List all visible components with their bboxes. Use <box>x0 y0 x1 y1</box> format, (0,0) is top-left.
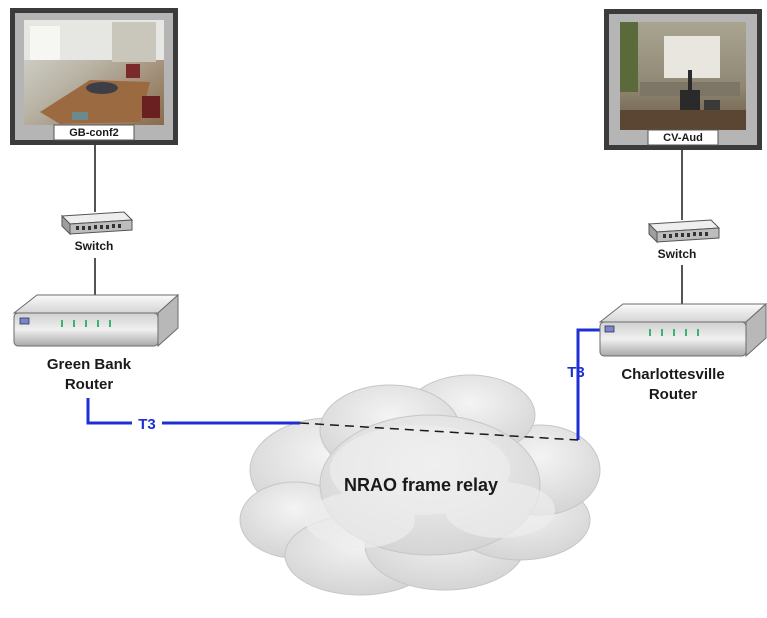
monitor-label-box <box>53 124 135 141</box>
cables <box>94 145 683 305</box>
switch-ports-right <box>663 232 708 238</box>
monitor-label-gb-conf2: GB-conf2 <box>69 127 119 139</box>
monitor-cv-aud: CV-Aud <box>604 9 762 150</box>
t3-label-bg-left <box>132 413 162 433</box>
router-leds-left <box>61 320 111 327</box>
auditorium-image <box>620 22 746 130</box>
conference-room-image <box>24 20 164 124</box>
t3-link-left <box>86 398 300 425</box>
t3-line-left <box>86 398 300 425</box>
t3-link-right <box>576 328 603 440</box>
router-indicator <box>604 325 615 333</box>
monitor-label-box <box>647 129 719 146</box>
router-label-left-line1: Green Bank <box>47 356 132 373</box>
switch-label-right: Switch <box>658 247 697 261</box>
switch-right: Switch <box>647 219 721 261</box>
t3-label-left: T3 <box>138 416 156 433</box>
switch-ports-left <box>76 224 121 230</box>
router-indicator <box>19 317 30 325</box>
router-charlottesville: Charlottesville Router <box>598 302 767 403</box>
router-label-right-line2: Router <box>649 386 697 403</box>
monitor-gb-conf2: GB-conf2 <box>10 8 178 145</box>
switch-left: Switch <box>60 211 134 253</box>
monitor-label-cv-aud: CV-Aud <box>663 132 703 144</box>
router-green-bank: Green Bank Router <box>12 293 180 393</box>
t3-line-right <box>576 328 603 440</box>
frame-relay-virtual-circuit <box>299 422 579 441</box>
cloud-label: NRAO frame relay <box>344 475 498 495</box>
router-leds-right <box>649 329 699 336</box>
switch-label-left: Switch <box>75 239 114 253</box>
router-label-right-line1: Charlottesville <box>621 366 724 383</box>
router-label-left-line2: Router <box>65 376 113 393</box>
t3-label-right: T3 <box>567 364 585 381</box>
frame-relay-cloud <box>239 374 601 596</box>
